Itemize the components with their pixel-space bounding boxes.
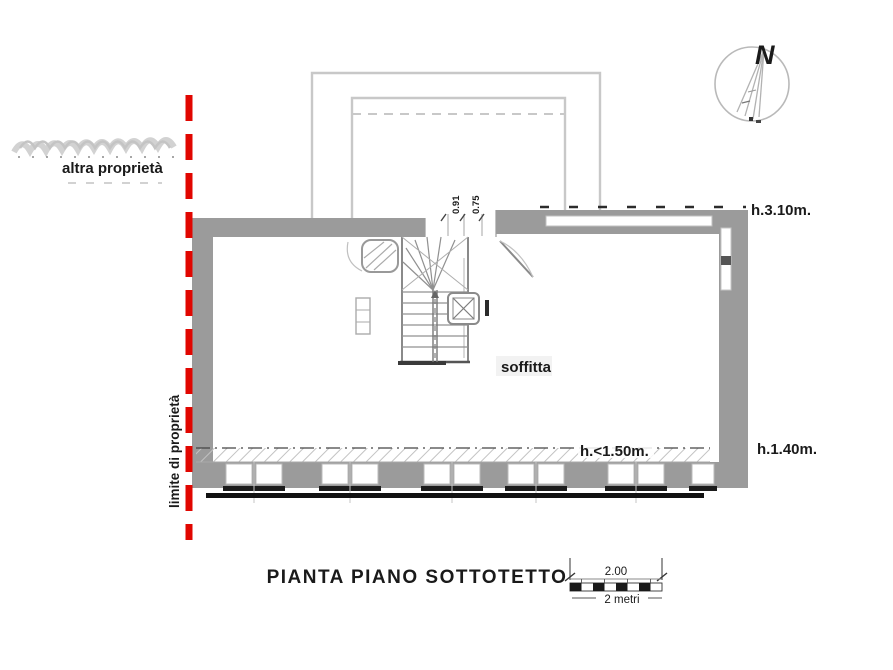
window-pair [421, 462, 483, 503]
other-property-label: altra proprietà [62, 160, 164, 177]
flue-door-arc [346, 241, 363, 272]
height-bottom-right: h.1.40m. [757, 441, 817, 458]
window-pair [319, 462, 381, 503]
scale-caption: 2 metri [604, 594, 639, 606]
right-wall-window-mark [721, 256, 731, 265]
stair-winders [401, 236, 469, 291]
scale-bar: 2.00 2 metri [564, 558, 668, 606]
scribble-hatch-band-2 [18, 140, 172, 151]
north-compass: N [714, 40, 790, 123]
cabinet [355, 297, 371, 335]
h310-bg [748, 201, 816, 219]
stair-walk-line [431, 290, 439, 358]
scale-bar-segments [569, 579, 663, 592]
stair-door [499, 240, 534, 278]
outer-outline [310, 71, 602, 218]
window-single [689, 463, 717, 491]
opening-dim-075: 0.75 [471, 195, 482, 214]
compass-circle [714, 46, 790, 122]
upper-structure-outline [310, 71, 602, 218]
compass-needle-lines [736, 49, 765, 120]
top-wall-left [192, 218, 425, 237]
door-jambs [424, 210, 497, 237]
room-label: soffitta [501, 359, 552, 376]
h140-bg [754, 439, 824, 457]
bottom-windows [206, 462, 717, 503]
compass-base-mark [749, 117, 753, 121]
height-bottom-inner: h.<1.50m. [580, 443, 649, 460]
left-wall [192, 218, 213, 480]
scale-length-label: 2.00 [605, 566, 627, 578]
staircase [346, 210, 534, 365]
compass-base-mark2 [756, 120, 761, 123]
h150-bg [578, 442, 654, 458]
height-top-right: h.3.10m. [751, 202, 811, 219]
opening-dim-091: 0.91 [451, 195, 462, 214]
soffitta-label-bg [496, 356, 552, 376]
inner-outline [350, 96, 567, 218]
other-property-boundary: altra proprietà [11, 137, 177, 184]
window-pair [505, 462, 567, 503]
property-limit-label: limite di proprietà [167, 394, 182, 508]
flue-hatch [363, 241, 397, 271]
north-label: N [755, 40, 775, 70]
main-walls [192, 205, 748, 488]
window-pair [223, 462, 285, 503]
window-pair [605, 462, 667, 503]
top-wall-opening [545, 215, 713, 227]
shaft-box [447, 292, 489, 325]
eave-line [206, 493, 704, 498]
drawing-title: PIANTA PIANO SOTTOTETTO [267, 567, 568, 588]
dimension-ticks [440, 213, 485, 222]
